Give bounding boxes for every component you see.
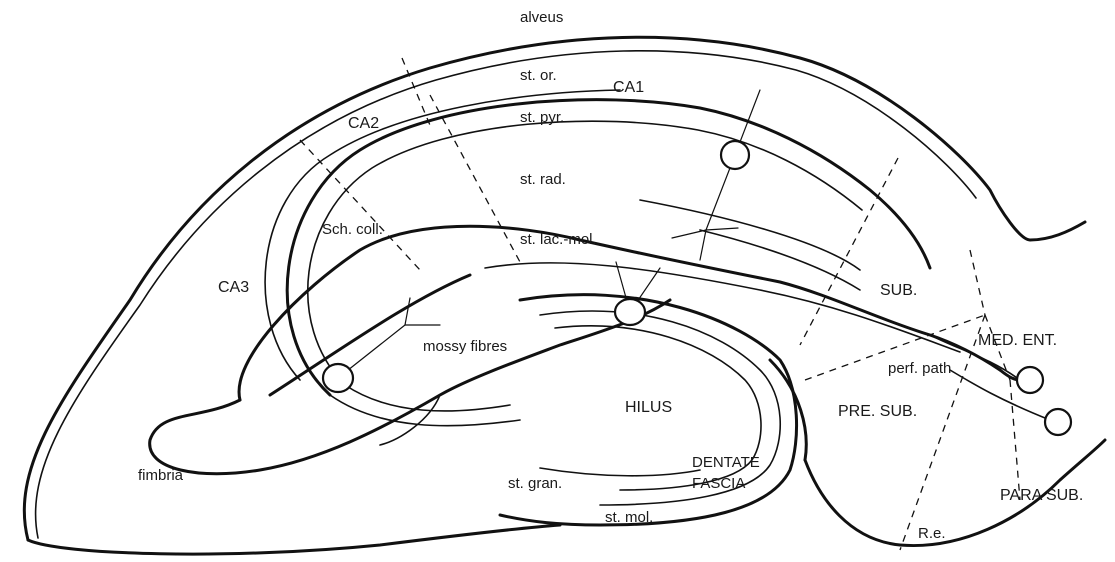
ca3-pyramidal-cell	[323, 364, 353, 392]
label-st-mol: st. mol.	[605, 509, 653, 526]
entorhinal-neurons	[1017, 367, 1071, 435]
entorhinal-cell-2	[1045, 409, 1071, 435]
label-fimbria: fimbria	[138, 467, 184, 484]
label-sch-coll: Sch. coll.	[322, 221, 383, 238]
label-para-sub: PARA SUB.	[1000, 487, 1083, 504]
label-perf-path: perf. path	[888, 360, 951, 377]
label-alveus: alveus	[520, 9, 563, 26]
label-pre-sub: PRE. SUB.	[838, 403, 917, 420]
subiculum-region	[805, 335, 1105, 546]
label-dentate: DENTATE	[692, 454, 760, 471]
ca1-pyramidal-cell	[721, 141, 749, 169]
ca3-lobe	[150, 275, 670, 474]
label-hilus: HILUS	[625, 399, 672, 416]
label-ca3: CA3	[218, 279, 249, 296]
label-re: R.e.	[918, 525, 946, 542]
label-ca1: CA1	[613, 79, 644, 96]
label-st-or: st. or.	[520, 67, 557, 84]
ca-layers	[265, 90, 930, 426]
label-med-ent: MED. ENT.	[978, 332, 1057, 349]
label-st-pyr: st. pyr.	[520, 109, 564, 126]
label-sub: SUB.	[880, 282, 917, 299]
label-ca2: CA2	[348, 115, 379, 132]
label-mossy-fibres: mossy fibres	[423, 338, 507, 355]
label-fascia: FASCIA	[692, 475, 745, 492]
label-st-gran: st. gran.	[508, 475, 562, 492]
label-st-rad: st. rad.	[520, 171, 566, 188]
entorhinal-cell-1	[1017, 367, 1043, 393]
labels: alveus st. or. CA1 CA2 st. pyr. st. rad.…	[138, 9, 1083, 542]
label-st-lac-mol: st. lac.-mol.	[520, 231, 597, 248]
granule-cell	[615, 299, 645, 325]
